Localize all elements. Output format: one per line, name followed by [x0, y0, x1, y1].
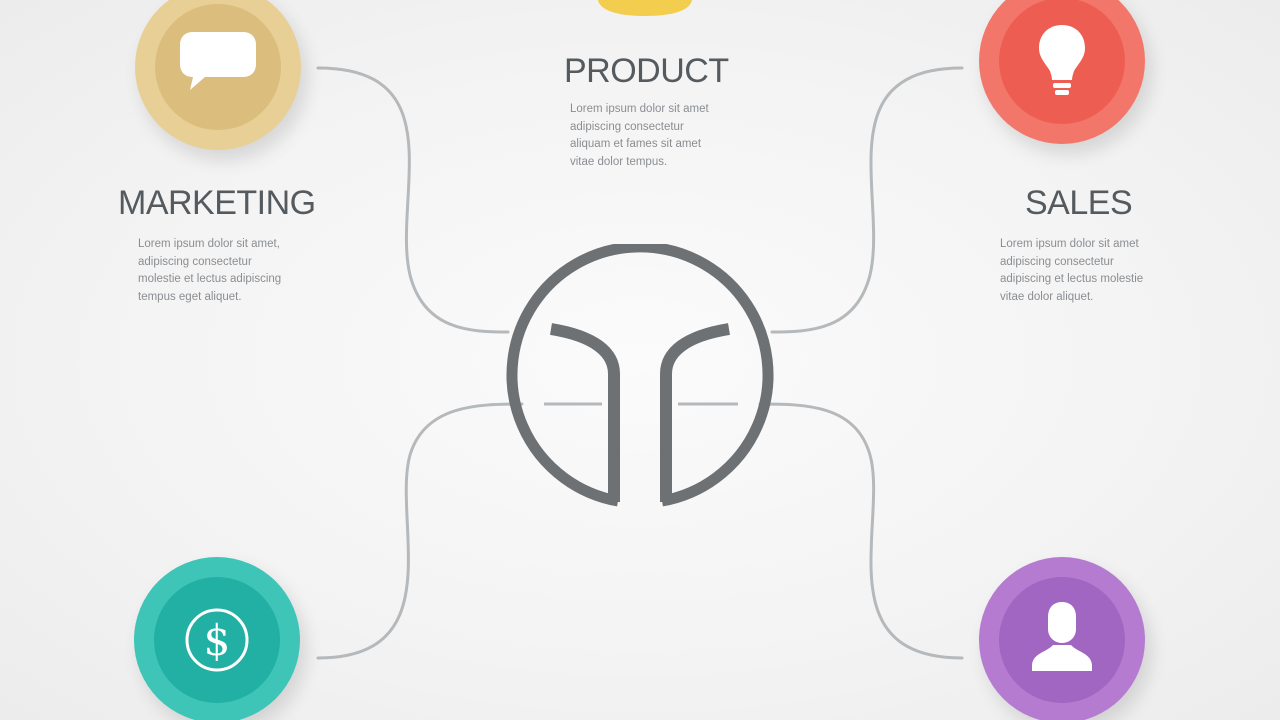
- connector-finance: [316, 402, 524, 660]
- connector-marketing: [316, 66, 510, 334]
- marketing-title: MARKETING: [118, 184, 316, 222]
- connector-people: [758, 402, 964, 660]
- sales-title: SALES: [1025, 184, 1133, 222]
- hub-logo-icon: [506, 244, 774, 507]
- finance-node[interactable]: $: [134, 557, 300, 720]
- sales-node[interactable]: [979, 0, 1145, 144]
- people-node[interactable]: [979, 557, 1145, 720]
- product-icon: [598, 0, 692, 16]
- speech-bubble-icon: [180, 32, 256, 90]
- sales-description: Lorem ipsum dolor sit amet adipiscing co…: [1000, 238, 1144, 303]
- connector-sales: [770, 66, 964, 334]
- lightbulb-icon: [1039, 25, 1085, 95]
- product-node[interactable]: [590, 0, 700, 16]
- dollar-icon: $: [185, 608, 249, 672]
- svg-text:$: $: [204, 616, 231, 665]
- product-title: PRODUCT: [564, 52, 729, 90]
- product-description: Lorem ipsum dolor sit amet adipiscing co…: [570, 103, 709, 168]
- person-icon: [1032, 602, 1092, 671]
- marketing-node[interactable]: [135, 0, 301, 150]
- marketing-description: Lorem ipsum dolor sit amet, adipiscing c…: [138, 238, 282, 303]
